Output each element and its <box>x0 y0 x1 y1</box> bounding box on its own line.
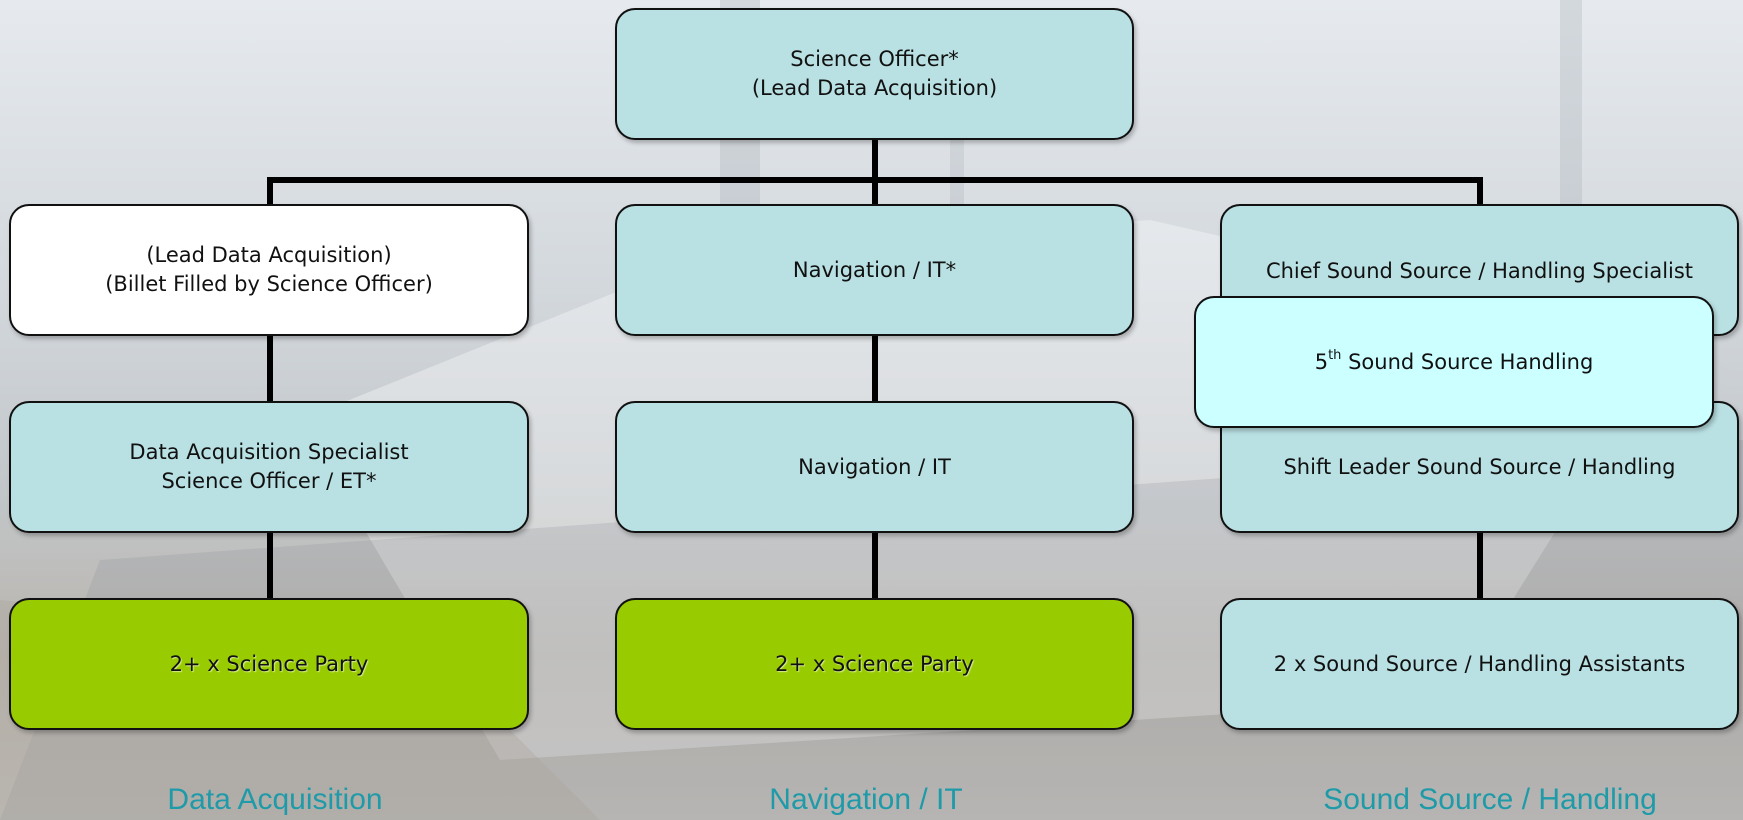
data-acquisition-specialist-line2: Science Officer / ET* <box>161 469 377 493</box>
navigation-it-label: Navigation / IT <box>798 454 951 479</box>
connector-middle-row1-row2 <box>872 334 878 404</box>
footer-navigation-it: Navigation / IT <box>769 783 963 816</box>
data-acquisition-specialist-box: Data Acquisition Specialist Science Offi… <box>9 401 529 533</box>
connector-left-row2-row3 <box>267 531 273 601</box>
fifth-sound-source-box: 5th Sound Source Handling <box>1194 296 1714 428</box>
chief-sound-source-label: Chief Sound Source / Handling Specialist <box>1265 259 1694 283</box>
connector-left-row1-row2 <box>267 334 273 404</box>
connector-right-row2-row3 <box>1477 531 1483 601</box>
science-officer-box: Science Officer* (Lead Data Acquisition) <box>615 8 1134 140</box>
shift-leader-sound-source-label: Shift Leader Sound Source / Handling <box>1283 454 1676 479</box>
sound-source-assistants-label: 2 x Sound Source / Handling Assistants <box>1273 651 1686 676</box>
footer-sound-source-handling: Sound Source / Handling <box>1323 783 1657 816</box>
fifth-sound-source-label: 5th Sound Source Handling <box>1314 347 1594 374</box>
science-officer-line1: Science Officer* <box>790 47 959 71</box>
science-officer-line2: (Lead Data Acquisition) <box>751 76 998 100</box>
navigation-it-box: Navigation / IT <box>615 401 1134 533</box>
connector-middle-row2-row3 <box>872 531 878 601</box>
connector-right-drop <box>1477 177 1483 207</box>
connector-middle-drop <box>872 177 878 207</box>
lead-data-acquisition-box: (Lead Data Acquisition) (Billet Filled b… <box>9 204 529 336</box>
sound-source-assistants-box: 2 x Sound Source / Handling Assistants <box>1220 598 1739 730</box>
science-party-label-middle: 2+ x Science Party <box>775 651 974 676</box>
connector-left-drop <box>267 177 273 207</box>
data-acquisition-specialist-line1: Data Acquisition Specialist <box>129 440 409 464</box>
lead-data-acquisition-line2: (Billet Filled by Science Officer) <box>105 272 433 296</box>
navigation-it-lead-box: Navigation / IT* <box>615 204 1134 336</box>
science-party-label-left: 2+ x Science Party <box>169 651 369 676</box>
science-party-box-middle: 2+ x Science Party <box>615 598 1134 730</box>
science-party-box-left: 2+ x Science Party <box>9 598 529 730</box>
connector-top-vertical <box>872 138 878 180</box>
lead-data-acquisition-line1: (Lead Data Acquisition) <box>146 243 392 267</box>
footer-data-acquisition: Data Acquisition <box>167 783 383 816</box>
navigation-it-lead-label: Navigation / IT* <box>792 257 957 282</box>
